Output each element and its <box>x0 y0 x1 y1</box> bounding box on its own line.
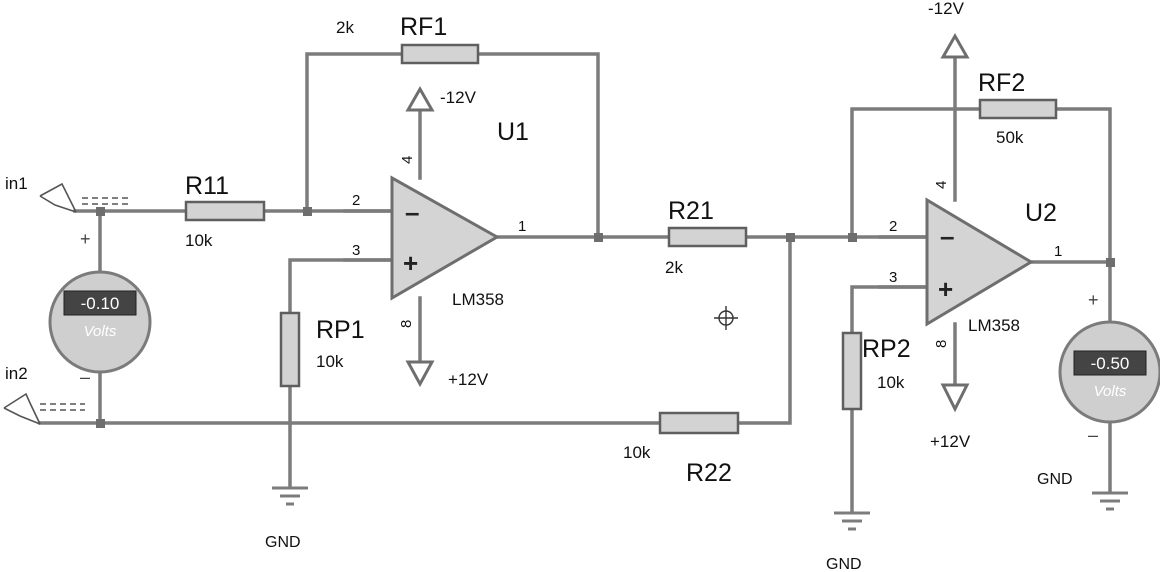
probe-icon <box>39 182 77 213</box>
minus-sign: – <box>1088 425 1098 445</box>
plus-terminal-icon: + <box>938 274 953 304</box>
junction-node <box>96 207 105 216</box>
junction-node <box>594 233 603 242</box>
pin-number: 8 <box>398 320 415 328</box>
opamp-name: U1 <box>497 118 529 146</box>
resistor-name: RP1 <box>316 316 365 344</box>
voltmeter-reading: -0.50 <box>1091 354 1130 373</box>
ground-icon <box>1092 491 1128 511</box>
junctions <box>96 207 1115 428</box>
ground-1[interactable]: GND <box>265 486 308 551</box>
probe-icon <box>3 392 41 425</box>
resistor-value: 2k <box>336 18 354 37</box>
pin-number: 1 <box>1054 243 1062 260</box>
input-probe-in2[interactable]: in2 <box>3 364 85 425</box>
opamp-name: U2 <box>1025 199 1057 227</box>
voltmeter-reading: -0.10 <box>81 294 120 313</box>
supply-label: +12V <box>448 370 489 389</box>
ground-label: GND <box>826 556 862 572</box>
input-label-in2: in2 <box>5 364 28 383</box>
opamp-body <box>390 175 501 301</box>
pin-number: 4 <box>399 156 416 164</box>
minus-terminal-icon: – <box>405 197 419 227</box>
resistor-name: RF2 <box>978 69 1025 97</box>
pin-number: 3 <box>889 269 897 286</box>
supply-arrow-icon <box>405 85 435 112</box>
resistor-body <box>667 226 748 248</box>
input-label-in1: in1 <box>5 174 28 193</box>
pin-number: 8 <box>933 340 950 348</box>
resistor-body <box>841 331 863 411</box>
resistor-value: 10k <box>316 352 344 371</box>
resistor-value: 10k <box>623 443 651 462</box>
minus-terminal-icon: – <box>940 221 954 251</box>
voltmeter-display <box>1073 350 1147 376</box>
resistor-rp2[interactable]: RP2 10k <box>841 331 911 411</box>
resistor-rf2[interactable]: RF2 50k <box>978 69 1058 147</box>
resistor-name: RP2 <box>862 335 911 363</box>
resistor-value: 2k <box>665 258 683 277</box>
voltmeter-body <box>48 270 152 374</box>
ground-2[interactable]: GND <box>826 511 870 572</box>
opamp-part: LM358 <box>452 290 504 309</box>
ground-3[interactable]: GND <box>1037 471 1128 511</box>
crosshair-cursor-icon <box>714 306 738 330</box>
supply-label: -12V <box>928 0 965 18</box>
resistor-value: 50k <box>996 128 1024 147</box>
opamp-u1[interactable]: – + 2 3 1 4 8 U1 LM358 -12V +12V <box>343 85 529 389</box>
voltmeter-unit: Volts <box>1094 383 1127 400</box>
supply-label: -12V <box>440 88 477 107</box>
ground-icon <box>834 511 870 531</box>
resistor-r22[interactable]: R22 10k <box>623 411 740 487</box>
pin-number: 1 <box>518 218 526 235</box>
resistor-name: R22 <box>686 459 732 487</box>
resistor-name: R21 <box>668 197 714 225</box>
plus-terminal-icon: + <box>403 248 418 278</box>
ground-label: GND <box>265 534 301 551</box>
opamp-u2[interactable]: – + 2 3 1 4 8 U2 LM358 -12V +12V <box>878 0 1062 451</box>
resistor-rf1[interactable]: RF1 2k <box>336 13 480 65</box>
resistor-value: 10k <box>877 373 905 392</box>
resistor-body <box>184 200 266 222</box>
resistor-body <box>400 43 480 65</box>
supply-arrow-icon <box>940 32 970 59</box>
resistor-value: 10k <box>185 231 213 250</box>
resistor-name: RF1 <box>400 13 447 41</box>
resistor-r11[interactable]: R11 10k <box>184 172 266 250</box>
supply-label: +12V <box>930 432 971 451</box>
junction-node <box>96 419 105 428</box>
opamp-part: LM358 <box>968 316 1020 335</box>
resistor-body <box>978 98 1058 120</box>
voltmeter-display <box>63 290 137 316</box>
junction-node <box>303 207 312 216</box>
pin-number: 2 <box>889 218 897 235</box>
resistor-r21[interactable]: R21 2k <box>665 197 748 277</box>
ground-icon <box>272 486 308 506</box>
resistor-rp1[interactable]: RP1 10k <box>279 311 365 388</box>
resistor-body <box>279 311 301 388</box>
junction-node <box>848 233 857 242</box>
ground-label: GND <box>1037 471 1073 488</box>
pin-number: 2 <box>352 192 360 209</box>
voltmeter-2[interactable]: -0.50 Volts + – <box>1058 290 1160 445</box>
pin-number: 3 <box>352 242 360 259</box>
input-probe-in1[interactable]: in1 <box>5 174 130 213</box>
junction-node <box>1106 258 1115 267</box>
wires <box>38 52 1112 514</box>
minus-sign: – <box>80 367 90 387</box>
voltmeter-unit: Volts <box>84 323 117 340</box>
opamp-body <box>925 197 1034 327</box>
voltmeter-1[interactable]: -0.10 Volts + – <box>48 229 152 387</box>
junction-node <box>786 233 795 242</box>
pin-number: 4 <box>933 181 950 189</box>
supply-arrow-icon <box>940 383 970 413</box>
resistor-name: R11 <box>185 172 229 200</box>
resistor-body <box>658 411 740 435</box>
plus-sign: + <box>80 229 91 249</box>
supply-arrow-icon <box>405 360 435 388</box>
plus-sign: + <box>1088 290 1099 310</box>
